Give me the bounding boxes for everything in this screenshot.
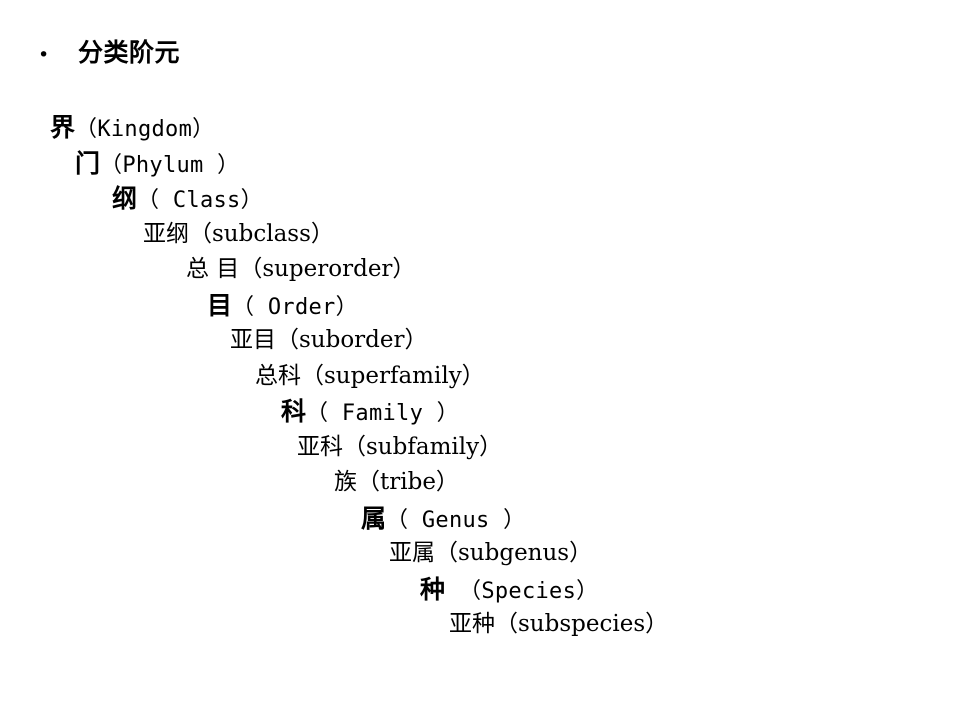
rank-name-cn: 科 — [281, 397, 307, 426]
rank-name-latin: （subclass） — [189, 220, 334, 247]
rank-name-latin: （suborder） — [276, 327, 428, 353]
rank-name-latin: （tribe） — [357, 469, 459, 495]
rank-name-latin: （subgenus） — [435, 540, 593, 566]
rank-line: 种 （Species） — [0, 572, 960, 608]
rank-line: 亚种（subspecies） — [0, 607, 960, 643]
rank-line: 亚目（suborder） — [0, 323, 960, 359]
rank-name-cn: 纲 — [112, 184, 138, 213]
rank-name-cn: 总 目 — [186, 256, 240, 282]
rank-line: 亚科（subfamily） — [0, 430, 960, 466]
rank-name-latin: （superorder） — [239, 256, 416, 282]
rank-name-cn: 亚目 — [230, 327, 276, 353]
rank-line: 总 目（superorder） — [0, 252, 960, 288]
rank-name-latin: （subfamily） — [343, 433, 503, 460]
rank-name-cn: 界 — [50, 113, 76, 142]
slide-title: • 分类阶元 — [38, 40, 180, 65]
rank-name-latin: （ Genus ） — [386, 507, 526, 533]
rank-line: 亚属（subgenus） — [0, 536, 960, 572]
page-title: 分类阶元 — [78, 38, 181, 67]
rank-name-cn: 门 — [75, 148, 101, 178]
rank-name-cn: 亚属 — [389, 540, 435, 566]
rank-name-latin: （ Family ） — [306, 401, 459, 426]
rank-name-latin: （Phylum ） — [100, 152, 240, 178]
rank-name-cn: 族 — [334, 469, 357, 495]
rank-line: 界（Kingdom） — [0, 110, 960, 146]
rank-name-cn: 亚科 — [297, 433, 343, 460]
rank-name-cn: 种 — [420, 574, 471, 604]
rank-line: 门（Phylum ） — [0, 146, 960, 182]
rank-line: 族（tribe） — [0, 465, 960, 501]
rank-name-latin: （subspecies） — [495, 611, 669, 637]
rank-name-latin: （ Class） — [137, 188, 263, 213]
rank-name-cn: 亚纲 — [143, 220, 189, 247]
rank-line: 目（ Order） — [0, 288, 960, 324]
rank-line: 总科（superfamily） — [0, 359, 960, 395]
rank-name-cn: 总科 — [255, 362, 301, 389]
rank-name-cn: 属 — [361, 503, 387, 533]
rank-name-latin: （ Order） — [232, 294, 358, 320]
taxonomy-rank-list: 界（Kingdom）门（Phylum ）纲（ Class）亚纲（subclass… — [0, 110, 960, 643]
bullet-icon: • — [38, 44, 50, 66]
rank-name-cn: 目 — [207, 290, 233, 320]
rank-line: 亚纲（subclass） — [0, 217, 960, 253]
rank-line: 属（ Genus ） — [0, 501, 960, 537]
rank-name-latin: （superfamily） — [301, 362, 485, 389]
rank-line: 科（ Family ） — [0, 394, 960, 430]
rank-name-cn: 亚种 — [449, 611, 495, 637]
rank-name-latin: （Species） — [470, 578, 599, 604]
rank-line: 纲（ Class） — [0, 181, 960, 217]
rank-name-latin: （Kingdom） — [75, 117, 215, 142]
